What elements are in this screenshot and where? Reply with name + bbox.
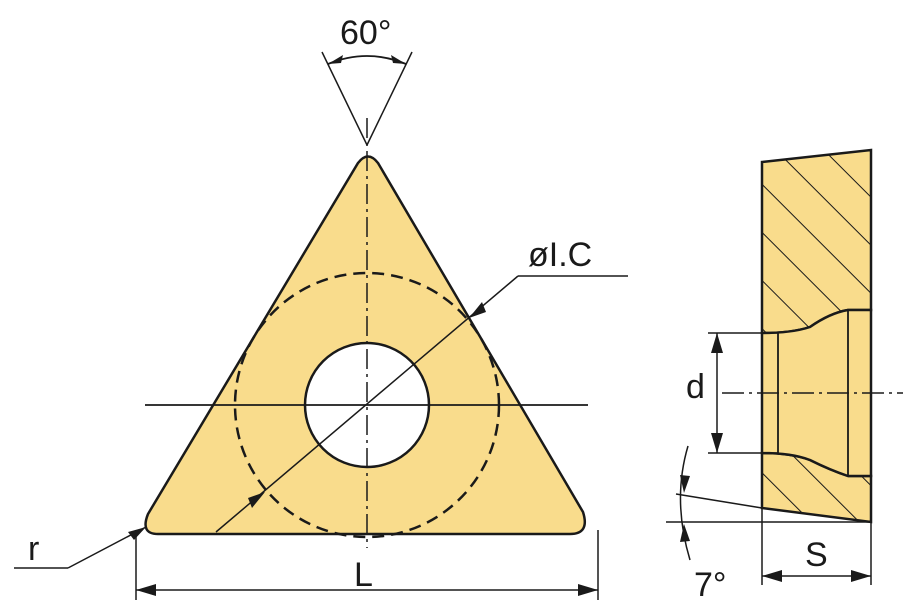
- s-arrow-left: [762, 570, 782, 582]
- clearance-ref-inclined: [675, 493, 763, 509]
- clearance-arrow-bottom: [680, 524, 690, 542]
- angle-arrow-left: [328, 55, 343, 64]
- angle-ray-right: [366, 51, 413, 146]
- clearance-arc: [679, 445, 691, 561]
- s-arrow-right: [851, 570, 871, 582]
- angle-ray-left: [321, 51, 368, 146]
- r-label: r: [28, 530, 39, 568]
- r-arrow: [128, 527, 146, 540]
- l-arrow-right: [578, 584, 598, 596]
- angle-arrow-right: [391, 55, 406, 64]
- clearance-label: 7°: [694, 566, 727, 602]
- l-arrow-left: [136, 584, 156, 596]
- ic-arrow-upper: [469, 302, 486, 318]
- front-view: 60° øI.C r L: [14, 14, 628, 600]
- angle-label: 60°: [340, 14, 391, 52]
- ic-arrow-lower: [248, 492, 265, 508]
- d-label: d: [686, 368, 705, 406]
- clearance-arrow-top: [680, 475, 690, 493]
- side-view: d S 7°: [666, 148, 903, 602]
- d-arrow-bottom: [711, 433, 723, 453]
- d-arrow-top: [711, 333, 723, 353]
- s-label: S: [805, 536, 828, 574]
- ic-label: øI.C: [528, 236, 592, 274]
- ic-diameter-line: [215, 275, 519, 533]
- l-label: L: [354, 556, 373, 594]
- section-bore: [760, 308, 873, 478]
